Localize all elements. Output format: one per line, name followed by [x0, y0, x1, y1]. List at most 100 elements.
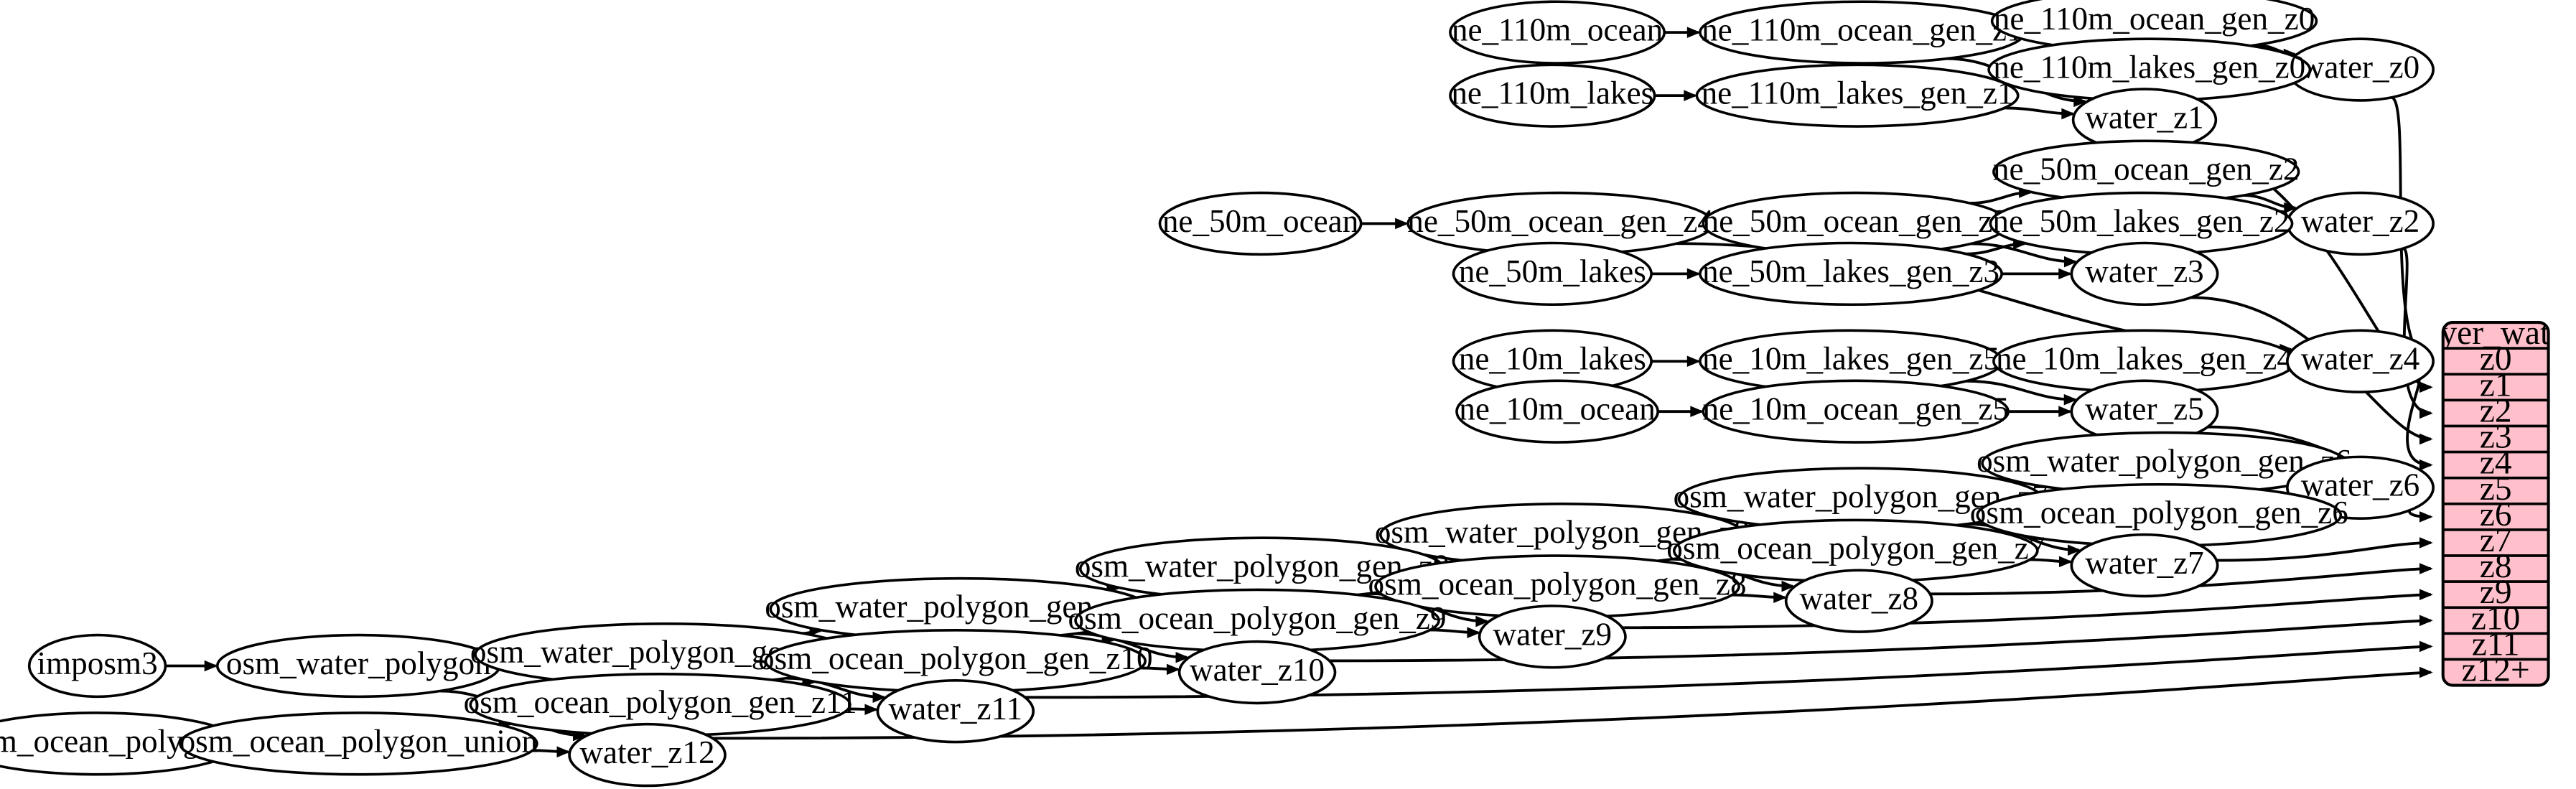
- node-shape: [2070, 533, 2219, 598]
- edge-arrowhead: [1395, 218, 1409, 230]
- node-shape: [1158, 191, 1363, 256]
- edge-arrowhead: [2419, 381, 2433, 393]
- edge-arrowhead: [2419, 537, 2433, 548]
- node-shape: [2286, 329, 2435, 393]
- edge-water_z8-to-layer_water-z8: [1930, 567, 2431, 596]
- node-shape: [1449, 63, 1656, 128]
- edge-arrowhead: [2058, 268, 2072, 280]
- edge-arrowhead: [2419, 666, 2433, 678]
- node-ne_50m_ocean[interactable]: ne_50m_ocean: [1158, 191, 1363, 256]
- edge-arrowhead: [2068, 544, 2081, 556]
- node-water_z12[interactable]: water_z12: [568, 722, 727, 788]
- layer-water-row-z8[interactable]: [2442, 554, 2549, 583]
- edge-arrowhead: [1686, 268, 1701, 280]
- edge-arrowhead: [1167, 663, 1180, 676]
- node-shape: [2070, 241, 2219, 307]
- edge-arrowhead: [864, 704, 879, 716]
- edge-arrowhead: [1467, 627, 1481, 638]
- layer-water-row-z1[interactable]: [2442, 373, 2549, 402]
- layer-water-row-z6[interactable]: [2442, 503, 2549, 531]
- edge-arrowhead: [2419, 459, 2433, 471]
- edge-arrowhead: [2058, 556, 2073, 568]
- layer-water-table-outline: [2441, 321, 2550, 687]
- node-shape: [1452, 241, 1653, 307]
- edge-arrowhead: [2419, 640, 2433, 653]
- edge-arrowhead: [2058, 406, 2072, 417]
- node-ne_50m_lakes_gen_z3[interactable]: ne_50m_lakes_gen_z3: [1699, 241, 2003, 307]
- layer-water-row-z5[interactable]: [2442, 476, 2549, 505]
- edge-arrowhead: [2063, 393, 2078, 406]
- node-imposm3[interactable]: imposm3: [27, 633, 167, 699]
- edge-arrowhead: [1773, 592, 1787, 604]
- node-shape: [1784, 569, 1933, 633]
- node-shape: [2286, 191, 2435, 256]
- node-ne_10m_ocean[interactable]: ne_10m_ocean: [1455, 379, 1659, 444]
- layer-water-row-z11[interactable]: [2442, 632, 2549, 661]
- edge-arrowhead: [1781, 580, 1796, 592]
- node-ne_50m_lakes[interactable]: ne_50m_lakes: [1452, 241, 1653, 307]
- node-shape: [178, 711, 538, 776]
- edge-ne_10m_lakes_gen_z5-to-water_z5: [1966, 379, 2076, 401]
- edge-arrowhead: [2284, 202, 2298, 214]
- edge-water_z2-to-layer_water-z2: [2402, 247, 2431, 415]
- edge-arrowhead: [2419, 563, 2433, 574]
- edge-arrowhead: [2419, 615, 2433, 627]
- node-osm_ocean_polygon_union[interactable]: osm_ocean_polygon_union: [178, 711, 538, 776]
- node-shape: [27, 633, 167, 699]
- layer-water-table-header: [2442, 322, 2549, 350]
- layer-water-row-z0[interactable]: [2442, 347, 2549, 376]
- edge-arrowhead: [1475, 615, 1490, 627]
- node-ne_110m_lakes_gen_z1[interactable]: ne_110m_lakes_gen_z1: [1695, 63, 2020, 128]
- node-water_z4[interactable]: water_z4: [2286, 329, 2435, 393]
- node-shape: [1699, 241, 2003, 307]
- node-shape: [215, 633, 501, 699]
- layer-water-row-z2[interactable]: [2442, 398, 2549, 428]
- node-water_z9[interactable]: water_z9: [1478, 604, 1627, 669]
- edge-arrowhead: [2073, 95, 2088, 108]
- layer-water-row-z10[interactable]: [2442, 606, 2549, 635]
- layer-water-row-z3[interactable]: [2442, 424, 2549, 454]
- node-osm_water_polygon[interactable]: osm_water_polygon: [215, 633, 501, 699]
- node-water_z11[interactable]: water_z11: [876, 678, 1035, 744]
- edge-arrowhead: [1684, 90, 1698, 101]
- edge-arrowhead: [2419, 589, 2433, 600]
- node-shape: [876, 678, 1035, 744]
- node-water_z10[interactable]: water_z10: [1177, 640, 1337, 705]
- node-shape: [1449, 0, 1666, 65]
- node-water_z3[interactable]: water_z3: [2070, 241, 2219, 307]
- node-shape: [1695, 63, 2020, 128]
- node-ne_110m_ocean[interactable]: ne_110m_ocean: [1449, 0, 1666, 65]
- node-shape: [1702, 379, 2010, 444]
- edge-arrowhead: [2061, 108, 2076, 120]
- node-water_z7[interactable]: water_z7: [2070, 533, 2219, 598]
- edge-water_z4-to-layer_water-z4: [2406, 378, 2431, 467]
- layer-water-row-z12plus[interactable]: [2442, 658, 2549, 686]
- edge-arrowhead: [2419, 511, 2433, 523]
- edge-water_z11-to-layer_water-z11: [1025, 645, 2431, 699]
- layer-water-row-z4[interactable]: [2442, 450, 2549, 480]
- edge-arrowhead: [1690, 406, 1704, 417]
- edge-arrowhead: [2419, 407, 2433, 419]
- edge-arrowhead: [2419, 433, 2433, 445]
- edge-arrowhead: [2063, 256, 2078, 268]
- node-water_z2[interactable]: water_z2: [2286, 191, 2435, 256]
- edge-arrowhead: [1686, 27, 1701, 38]
- edge-arrowhead: [556, 746, 571, 758]
- node-water_z8[interactable]: water_z8: [1784, 569, 1933, 633]
- node-ne_10m_ocean_gen_z5[interactable]: ne_10m_ocean_gen_z5: [1702, 379, 2010, 444]
- edge-arrowhead: [1686, 355, 1701, 368]
- edge-ne_50m_ocean_gen_z3-to-water_z3: [1971, 242, 2076, 263]
- node-shape: [1478, 604, 1627, 669]
- layer-water-table: layer_waterz0z1z2z3z4z5z6z7z8z9z10z11z12…: [2441, 321, 2550, 687]
- node-ne_110m_lakes[interactable]: ne_110m_lakes: [1449, 63, 1656, 128]
- layer-water-row-z7[interactable]: [2442, 528, 2549, 557]
- node-shape: [1699, 0, 2026, 65]
- layer-water-row-z9[interactable]: [2442, 580, 2549, 610]
- edge-water_z7-to-layer_water-z7: [2216, 541, 2431, 562]
- node-ne_110m_ocean_gen_z1[interactable]: ne_110m_ocean_gen_z1: [1699, 0, 2026, 65]
- edge-water_z9-to-layer_water-z9: [1622, 593, 2431, 630]
- node-shape: [1455, 379, 1659, 444]
- node-shape: [1177, 640, 1337, 705]
